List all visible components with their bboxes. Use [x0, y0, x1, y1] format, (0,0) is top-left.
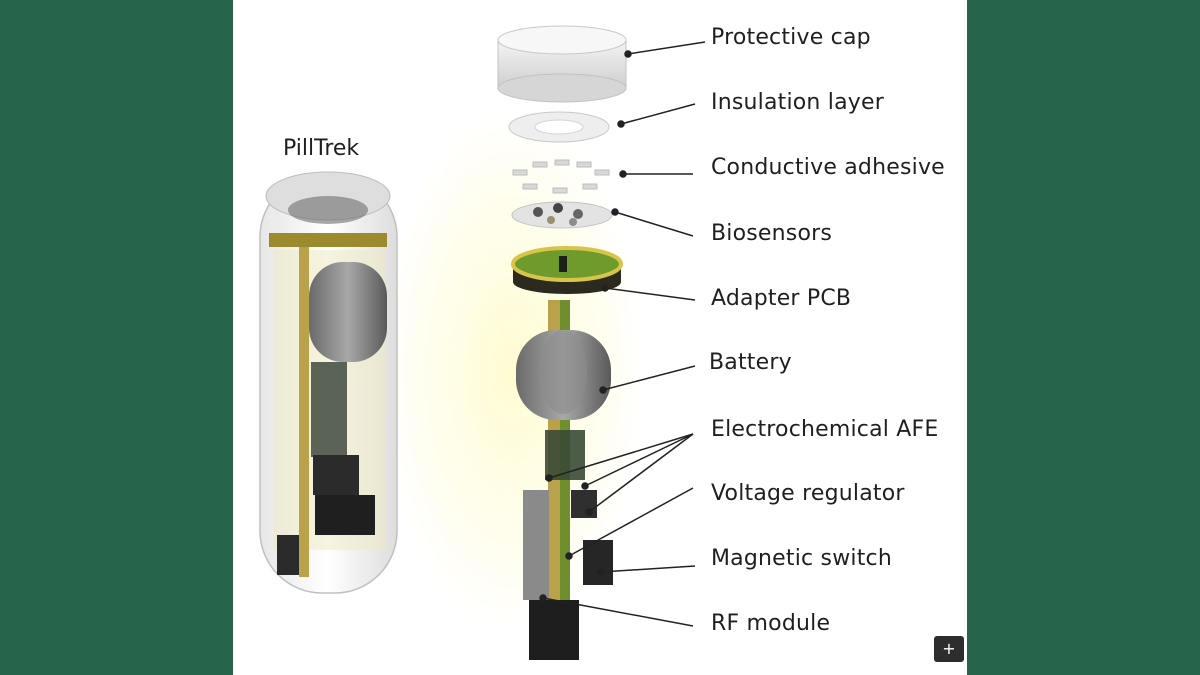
battery-part — [516, 330, 611, 420]
device-name-label: PillTrek — [283, 136, 360, 161]
label-battery: Battery — [709, 350, 792, 375]
insulation-layer-part — [508, 111, 610, 143]
capsule-battery — [309, 262, 387, 362]
assembled-capsule — [259, 171, 398, 594]
right-background-panel — [967, 0, 1200, 675]
capsule-magnetic-switch — [313, 455, 359, 495]
electronics-parts — [523, 430, 613, 660]
capsule-lower-block — [277, 535, 299, 575]
label-protective-cap: Protective cap — [711, 25, 871, 50]
label-electrochemical-afe: Electrochemical AFE — [711, 417, 939, 442]
biosensors-part — [511, 201, 613, 229]
label-magnetic-switch: Magnetic switch — [711, 546, 892, 571]
conductive-adhesive-part — [512, 159, 610, 194]
label-insulation-layer: Insulation layer — [711, 90, 884, 115]
exploded-capsule-diagram — [259, 25, 706, 660]
label-rf-module: RF module — [711, 611, 831, 636]
expand-button[interactable]: + — [934, 636, 964, 662]
leader-lines — [539, 41, 706, 627]
capsule-sensor-cluster — [288, 196, 368, 224]
diagram-canvas: PillTrek — [233, 0, 967, 675]
left-background-panel — [0, 0, 233, 675]
capsule-pcb-board — [299, 247, 309, 577]
exploded-view — [497, 25, 627, 660]
label-adapter-pcb: Adapter PCB — [711, 286, 852, 311]
capsule-electronics — [311, 362, 347, 457]
magnetic-switch-part — [583, 540, 613, 585]
capsule-adapter-ring — [269, 233, 387, 247]
rf-module-part — [529, 600, 579, 660]
label-biosensors: Biosensors — [711, 221, 833, 246]
capsule-rf-module — [315, 495, 375, 535]
protective-cap-part — [497, 25, 627, 103]
label-voltage-regulator: Voltage regulator — [711, 481, 905, 506]
label-conductive-adhesive: Conductive adhesive — [711, 155, 945, 180]
adapter-pcb-part — [511, 246, 623, 294]
